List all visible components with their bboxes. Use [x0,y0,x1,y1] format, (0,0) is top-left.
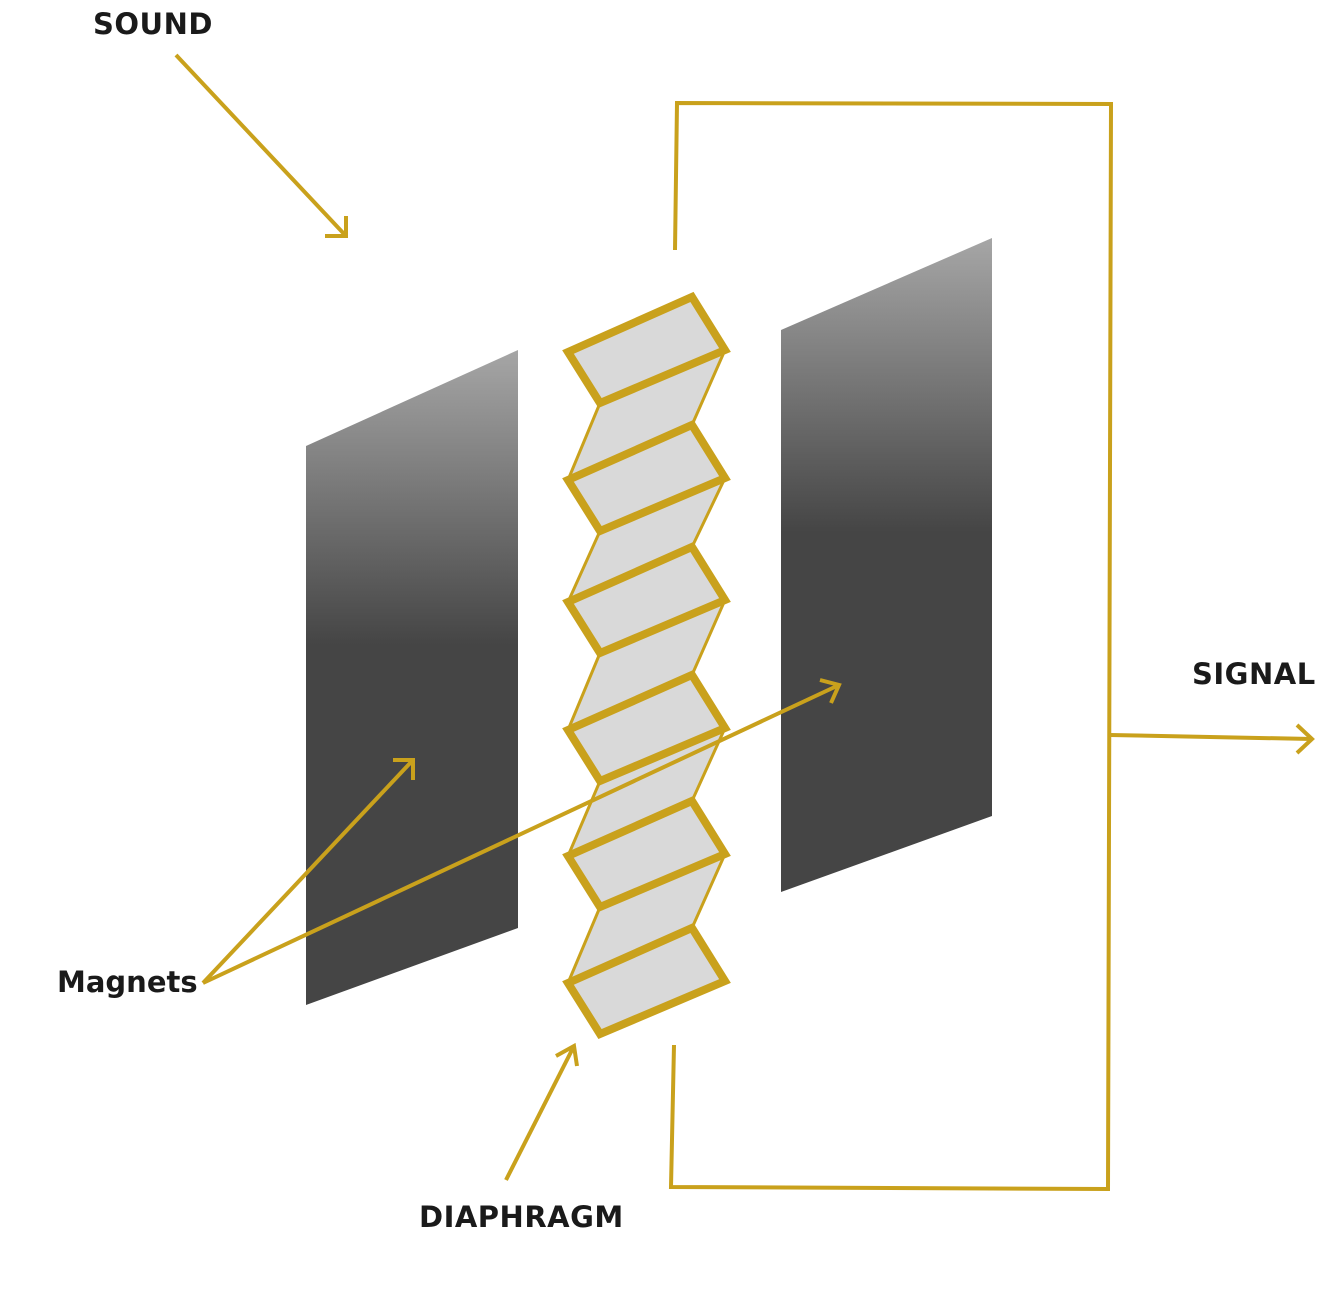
diaphragm-fold-5 [562,795,731,913]
magnets-pointer-left [201,758,415,985]
magnets-arrowhead-left [393,758,415,780]
magnets-arrowhead-right [819,678,842,704]
sound-label: SOUND [93,7,213,41]
right-magnet [781,238,992,892]
diaphragm-fold-2 [562,419,731,537]
sound-arrowhead [325,216,348,238]
diaphragm-arrowhead [555,1042,579,1067]
signal-arrowhead [1295,723,1315,755]
signal-label: SIGNAL [1192,657,1316,691]
diaphragm-fold-4 [562,669,731,787]
magnets-label: Magnets [57,965,198,999]
diaphragm-label: DIAPHRAGM [419,1200,624,1234]
left-magnet [306,350,518,1005]
diaphragm-fold-6 [562,922,731,1040]
diaphragm-fold-1 [562,291,731,409]
magnets-pointer-right [202,683,840,985]
circuit-wire-top [668,100,1114,1192]
diaphragm-pointer [504,1045,576,1181]
diaphragm-fold-3 [562,541,731,659]
sound-arrow-line [174,53,348,238]
signal-output-line [1109,733,1313,741]
diaphragm-ribbon [562,291,731,1040]
